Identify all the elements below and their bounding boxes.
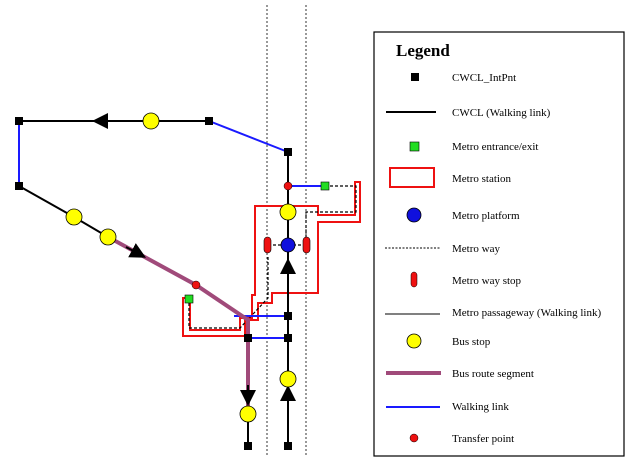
bus-stop [239,405,257,423]
legend-label: Bus route segment [452,368,534,380]
cwcl-intpnt [284,312,292,320]
bus-stop [142,112,160,130]
legend-title: Legend [396,41,450,60]
metro-passageway-dotted [188,255,269,329]
red-capsule-icon [410,271,418,288]
walking-link-top-right [208,120,289,153]
yellow-circle-icon [406,333,422,349]
bus-stop [65,208,83,226]
metro-platform [280,237,296,253]
blue-circle-icon [406,207,422,223]
legend-label: CWCL (Walking link) [452,107,551,119]
legend-label: CWCL_IntPnt [452,72,516,84]
bus-stop [279,203,297,221]
red-outline-rect-icon [389,167,435,188]
metro-passageway-upper [305,185,357,245]
legend-label: Metro way [452,243,500,255]
legend-label: Walking link [452,401,509,413]
metro-way-stop-right [302,236,311,254]
legend-label: Metro way stop [452,275,522,287]
transfer-point [283,181,293,191]
metro-station-outline [182,181,361,337]
black-square-icon [411,73,419,81]
metro-entrance [184,294,194,304]
cwcl-intpnt [15,117,23,125]
bus-stop [279,370,297,388]
legend-label: Bus stop [452,336,491,348]
legend-label: Metro passageway (Walking link) [452,307,601,319]
metro-way-stop-left [263,236,272,254]
cwcl-intpnt [244,442,252,450]
metro-entrance [320,181,330,191]
legend-box [373,31,625,457]
legend-label: Transfer point [452,433,514,445]
legend-label: Metro platform [452,210,520,222]
bus-route-arrow-diag [125,243,147,258]
cwcl-intpnt [15,182,23,190]
legend: Legend CWCL_IntPnt CWCL (Walking link) M… [373,31,625,457]
red-dot-icon [409,433,419,443]
transfer-point [191,280,201,290]
green-square-icon [409,141,420,152]
legend-label: Metro station [452,173,511,185]
cwcl-intpnt [284,442,292,450]
cwcl-intpnt [284,334,292,342]
bus-stop [99,228,117,246]
bus-route-segment [107,235,250,410]
cwcl-intpnt [244,334,252,342]
cwcl-intpnt [205,117,213,125]
legend-label: Metro entrance/exit [452,141,538,153]
cwcl-intpnt [284,148,292,156]
cwcl-link-left-diagonal [18,185,109,238]
